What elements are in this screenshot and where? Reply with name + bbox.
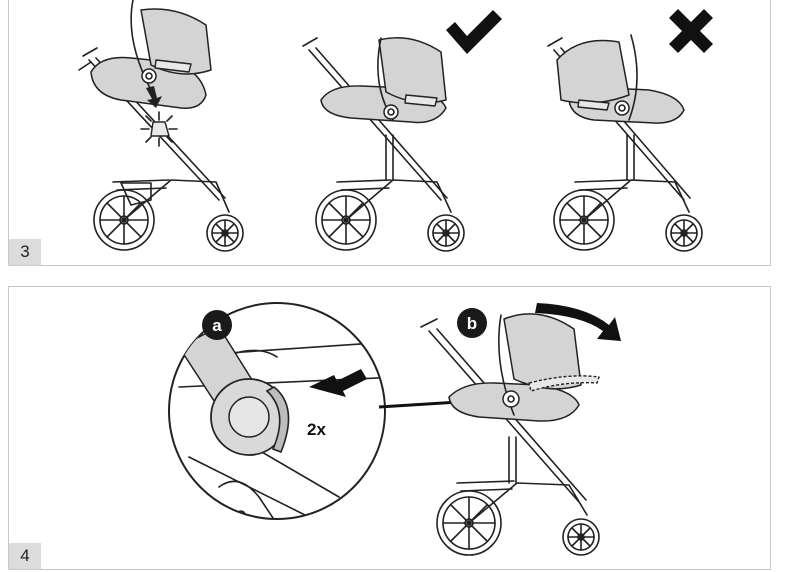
- cross-mark-icon: [669, 9, 713, 53]
- front-wheel: [206, 214, 244, 252]
- step-4-panel: 4 a: [8, 286, 771, 570]
- stroller-incorrect-orientation-illustration: [547, 9, 713, 252]
- stroller-attaching-illustration: [78, 0, 244, 252]
- release-illustration: a 2x b: [168, 302, 621, 556]
- rotation-arrow-icon: [535, 303, 621, 341]
- svg-text:a: a: [212, 316, 222, 335]
- press-count-label: 2x: [307, 420, 326, 439]
- zoom-detail-circle: [168, 302, 386, 520]
- click-burst-icon: [140, 111, 178, 147]
- check-mark-icon: [446, 10, 502, 54]
- stroller-release-illustration: [420, 313, 600, 556]
- stroller-correct-orientation-illustration: [302, 10, 502, 252]
- car-seat: [90, 0, 212, 109]
- step-3-panel: 3: [8, 0, 771, 266]
- step-number-4: 4: [9, 543, 41, 569]
- callout-b-badge: b: [457, 308, 487, 338]
- step-number-3: 3: [9, 239, 41, 265]
- svg-text:b: b: [467, 314, 477, 333]
- callout-a-badge: a: [202, 310, 232, 340]
